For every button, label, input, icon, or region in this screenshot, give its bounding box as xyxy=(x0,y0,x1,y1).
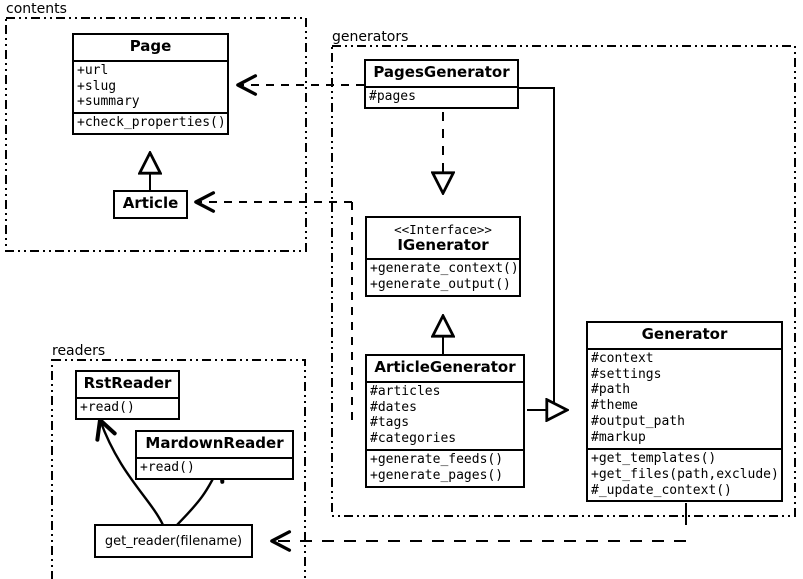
class-title-igenerator: <<Interface>> IGenerator xyxy=(367,218,519,258)
method-row: +get_templates() xyxy=(591,450,717,466)
class-box-page[interactable]: Page +url +slug +summary +check_properti… xyxy=(72,33,229,136)
class-attributes-page: +url +slug +summary xyxy=(74,59,227,113)
method-row: +generate_output() xyxy=(370,277,511,293)
package-label-readers: readers xyxy=(52,343,106,359)
edge-articlegenerator-to-article xyxy=(196,202,353,425)
attribute-row: #path xyxy=(591,382,631,398)
class-methods-generator: +get_templates() +get_files(path,exclude… xyxy=(588,447,781,501)
class-title-article: Article xyxy=(122,194,179,212)
class-box-articlegenerator[interactable]: ArticleGenerator #articles #dates #tags … xyxy=(365,354,525,488)
attribute-row: #tags xyxy=(370,415,410,431)
attribute-row: #articles xyxy=(370,383,441,399)
package-label-contents: contents xyxy=(6,1,67,17)
class-methods-articlegenerator: +generate_feeds() +generate_pages() xyxy=(367,449,523,486)
method-row: +generate_pages() xyxy=(370,468,504,484)
class-title-articlegenerator: ArticleGenerator xyxy=(374,358,516,376)
method-row: +read() xyxy=(80,399,135,415)
class-attributes-generator: #context #settings #path #theme #output_… xyxy=(588,347,781,448)
class-attributes-pagesgenerator: #pages xyxy=(366,85,517,107)
class-title-page: Page xyxy=(129,37,172,55)
class-methods-rstreader: +read() xyxy=(77,396,178,418)
function-label-get-reader: get_reader(filename) xyxy=(104,533,243,549)
edge-generators-to-generator xyxy=(519,87,568,410)
attribute-row: #context xyxy=(591,350,654,366)
class-title-generator: Generator xyxy=(641,325,728,343)
class-title-rstreader: RstReader xyxy=(83,374,172,392)
attribute-row: +slug xyxy=(77,78,117,94)
attribute-row: #settings xyxy=(591,366,662,382)
class-box-generator[interactable]: Generator #context #settings #path #them… xyxy=(586,321,783,503)
method-row: +read() xyxy=(140,459,195,475)
package-label-generators: generators xyxy=(332,29,409,45)
class-title-pagesgenerator: PagesGenerator xyxy=(373,63,510,81)
class-box-igenerator[interactable]: <<Interface>> IGenerator +generate_conte… xyxy=(365,216,521,298)
class-methods-mardownreader: +read() xyxy=(137,456,292,478)
attribute-row: #markup xyxy=(591,430,646,446)
method-row: +get_files(path,exclude) xyxy=(591,466,779,482)
attribute-row: +summary xyxy=(77,94,140,110)
class-name-igenerator: IGenerator xyxy=(397,235,489,254)
method-row: +generate_context() xyxy=(370,261,519,277)
method-row: +check_properties() xyxy=(77,115,226,131)
class-methods-page: +check_properties() xyxy=(74,112,227,133)
function-box-get-reader[interactable]: get_reader(filename) xyxy=(94,524,253,558)
attribute-row: #output_path xyxy=(591,414,685,430)
method-row: #_update_context() xyxy=(591,482,732,498)
attribute-row: #theme xyxy=(591,398,638,414)
attribute-row: #pages xyxy=(369,88,416,104)
class-title-mardownreader: MardownReader xyxy=(145,434,284,452)
class-attributes-articlegenerator: #articles #dates #tags #categories xyxy=(367,380,523,449)
class-box-rstreader[interactable]: RstReader +read() xyxy=(75,370,180,420)
class-box-mardownreader[interactable]: MardownReader +read() xyxy=(135,430,294,480)
class-box-pagesgenerator[interactable]: PagesGenerator #pages xyxy=(364,59,519,109)
class-box-article[interactable]: Article xyxy=(113,190,188,219)
method-row: +generate_feeds() xyxy=(370,452,504,468)
attribute-row: #categories xyxy=(370,431,457,447)
attribute-row: #dates xyxy=(370,399,417,415)
class-methods-igenerator: +generate_context() +generate_output() xyxy=(367,258,519,295)
attribute-row: +url xyxy=(77,62,109,78)
